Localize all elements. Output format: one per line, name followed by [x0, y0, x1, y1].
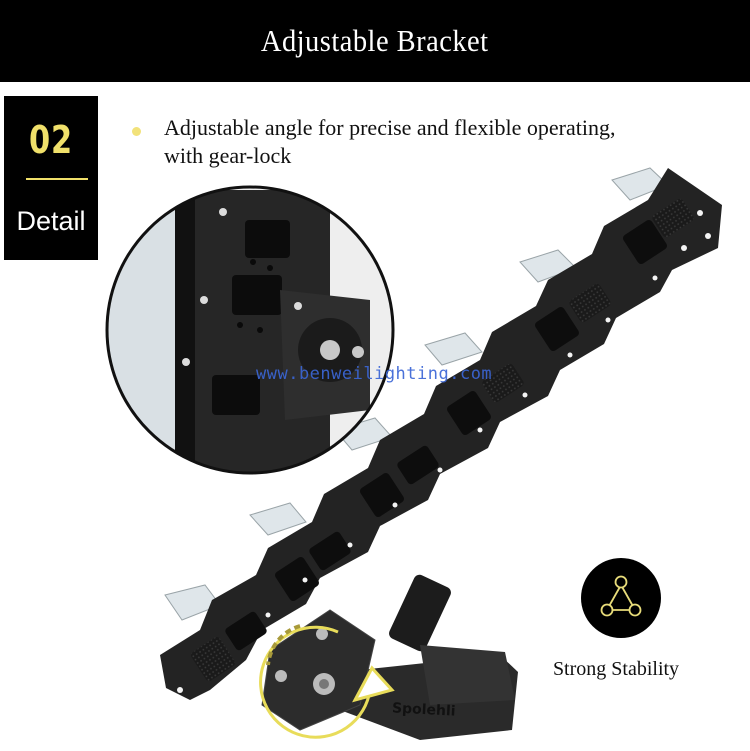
- detail-badge: 02 Detail: [4, 96, 98, 260]
- brand-logo: Spolehli: [391, 700, 456, 720]
- bullet-dot-icon: [132, 127, 141, 136]
- badge-divider: [26, 178, 88, 180]
- closeup-frame: [105, 185, 395, 475]
- mounting-bracket: [340, 574, 518, 740]
- watermark-text: www.benweilighting.com: [256, 364, 493, 384]
- badge-label: Detail: [16, 206, 86, 236]
- pivot-plate: [261, 609, 376, 731]
- feature-label-strong-stability: Strong Stability: [552, 658, 680, 680]
- feature-description: Adjustable angle for precise and flexibl…: [164, 115, 616, 168]
- badge-number: 02: [29, 118, 73, 162]
- page-header: Adjustable Bracket: [0, 0, 750, 82]
- strong-stability-icon-badge: [581, 558, 661, 638]
- triangle-nodes-icon: [600, 575, 642, 617]
- gear-lock-closeup: [107, 187, 393, 473]
- page-title: Adjustable Bracket: [261, 23, 489, 58]
- fixture-body: [160, 167, 722, 700]
- rotation-arrow-icon: [259, 624, 395, 739]
